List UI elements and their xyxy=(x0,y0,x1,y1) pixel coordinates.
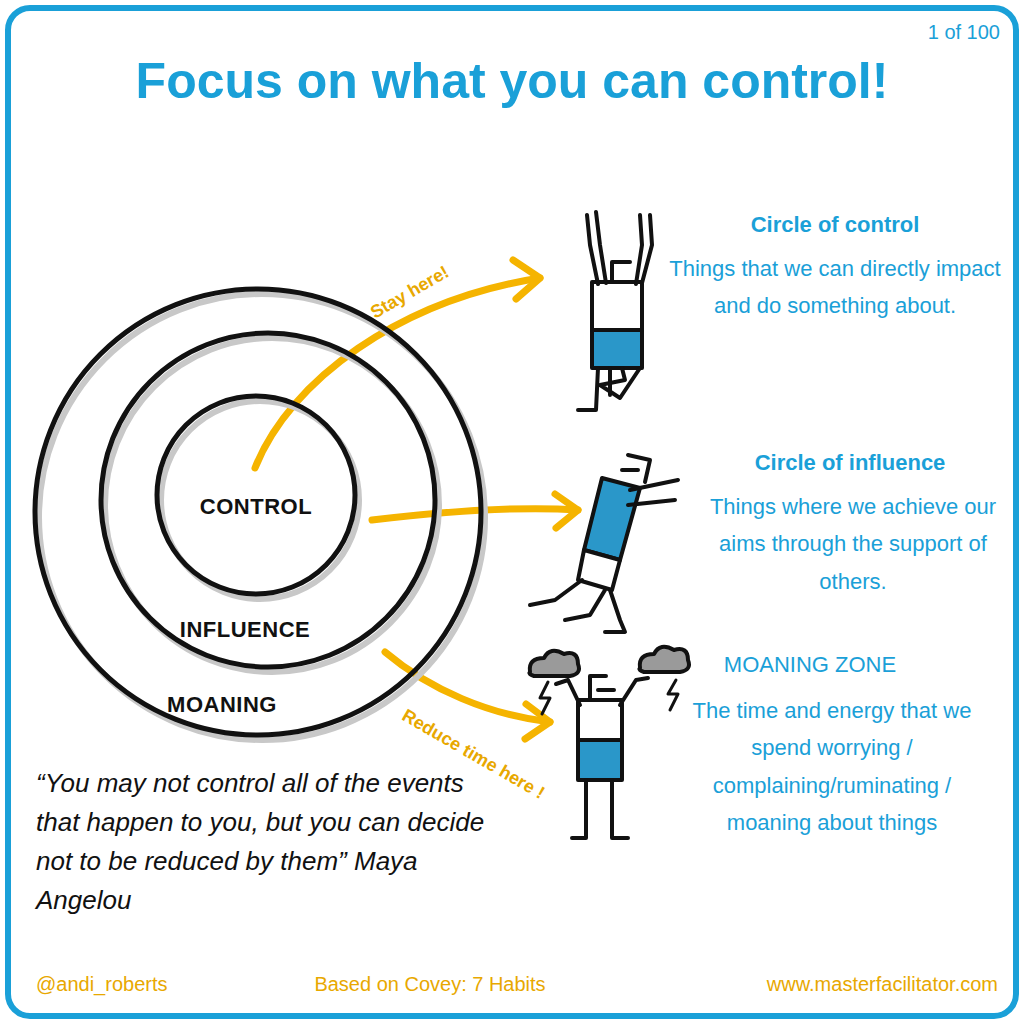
lightning xyxy=(668,680,678,710)
figure-head xyxy=(590,676,614,700)
figure-head xyxy=(622,455,650,482)
lightning xyxy=(540,682,550,714)
zone-heading: MOANING ZONE xyxy=(660,652,960,678)
figure-body xyxy=(578,740,622,780)
footer-source: Based on Covey: 7 Habits xyxy=(285,972,575,996)
figure-leg xyxy=(572,780,628,838)
control-circle: CONTROL xyxy=(152,391,360,599)
zone-heading: Circle of influence xyxy=(690,450,1010,476)
frame xyxy=(8,8,1016,1016)
arrow-head xyxy=(555,494,578,528)
arrow-head xyxy=(513,260,540,299)
figure-push xyxy=(530,455,678,632)
zone-description: The time and energy that we spend worryi… xyxy=(672,692,992,842)
circle-label: CONTROL xyxy=(200,494,312,520)
arrow xyxy=(372,509,578,520)
figure-arm xyxy=(628,480,678,505)
influence-circle: CONTROL INFLUENCE xyxy=(96,328,440,672)
figure-body xyxy=(592,282,642,330)
figure-balance xyxy=(578,212,652,410)
figure-body xyxy=(578,700,622,740)
title: Focus on what you can control! xyxy=(0,52,1024,110)
figure-head xyxy=(612,262,630,280)
figure-arm xyxy=(556,678,648,705)
figure-moaning xyxy=(530,647,690,838)
circle-line xyxy=(35,289,481,735)
zone-description: Things where we achieve our aims through… xyxy=(698,488,1008,600)
figure-body xyxy=(578,550,620,590)
zone-heading: Circle of control xyxy=(675,212,995,238)
figure-leg xyxy=(600,368,640,398)
circle-label: MOANING xyxy=(167,692,277,718)
arrow-head xyxy=(525,704,550,739)
figure-leg xyxy=(530,580,605,620)
circle-line xyxy=(101,333,435,667)
circle-label: INFLUENCE xyxy=(180,617,310,643)
figure-arm xyxy=(636,215,652,284)
quote: “You may not control all of the events t… xyxy=(36,764,506,920)
storm-cloud xyxy=(640,647,690,672)
storm-cloud xyxy=(530,651,580,676)
page-number: 1 of 100 xyxy=(900,20,1000,44)
figure-leg xyxy=(605,590,625,632)
footer-handle: @andi_roberts xyxy=(36,972,256,996)
figure-arm xyxy=(587,212,606,284)
figure-body xyxy=(592,330,642,368)
circle-line xyxy=(157,396,355,594)
footer-url: www.masterfacilitator.com xyxy=(700,972,998,996)
moaning-circle: CONTROL INFLUENCE MOANING xyxy=(30,284,486,740)
zone-description: Things that we can directly impact and d… xyxy=(665,250,1005,325)
